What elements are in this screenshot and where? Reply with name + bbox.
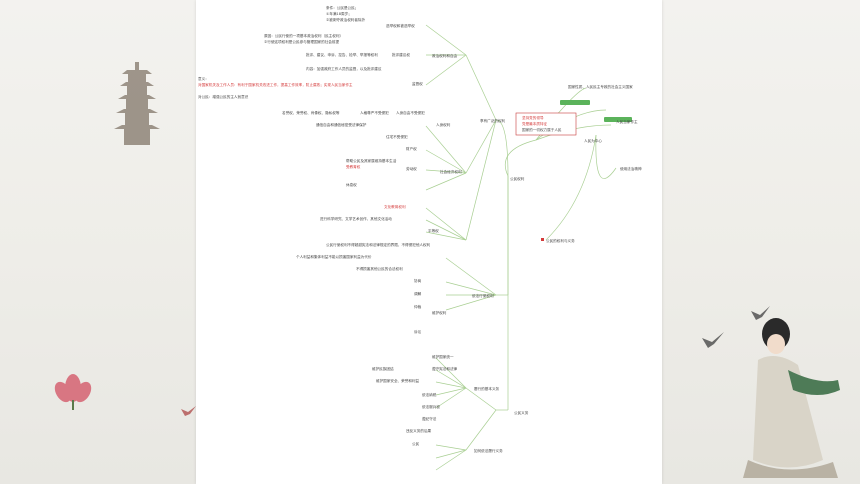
branch-duty-basic: 履行的基本义务 (474, 386, 500, 391)
top-quote: 国家性质、人民民主专政的社会主义国家 (568, 84, 633, 89)
text-34: 仲裁 (414, 304, 422, 309)
text-40: 依法服兵役 (422, 404, 440, 409)
core-line-2: 党是最本质特征 (522, 121, 548, 126)
text-41: 遵守宪法和法律 (432, 366, 458, 371)
text-15: 人格尊严不受侵犯 (360, 110, 389, 115)
branch-protect: 公民的权利与义务 (546, 238, 575, 243)
text-4: 原因：公民行使的一项基本政治权利（民主权利） (264, 33, 343, 38)
text-35: 诉讼 (414, 329, 422, 334)
text-39: 依法纳税 (422, 392, 437, 397)
text-18: 通信自由和通信秘密受法律保护 (316, 122, 367, 127)
text-20: 财产权 (406, 146, 417, 151)
text-25: 休息权 (346, 182, 357, 187)
core-line-3: 国家的一切权力属于人民 (522, 127, 562, 132)
bird-decoration-3 (181, 406, 196, 416)
text-24: 劳动权 (406, 166, 417, 171)
text-17: 人身权利 (436, 122, 451, 127)
text-0: 条件：公民是公民； (326, 5, 358, 10)
text-32: 协商 (414, 278, 422, 283)
green-tag-1 (560, 100, 590, 105)
text-3: 选举权和被选举权 (386, 23, 415, 28)
text-22: 帮助公民及其家属维持基本生活 (346, 158, 397, 163)
text-5: ②行使这项权利是公民参与管理国家的社会前提 (264, 39, 340, 44)
branch-rights: 享有广泛的权利 (480, 118, 506, 123)
branch-duty-how: 如何依法履行义务 (474, 448, 503, 453)
text-10: 监督权 (412, 81, 423, 86)
text-37: 维护国家统一 (432, 354, 454, 359)
text-12: 对国家机关及工作人员：有利于国家机关改进工作，提高工作效率，防止腐败；实现人民当… (198, 82, 353, 87)
text-29: 公民行使权利不得超越宪法和法律规定的界限，不得侵犯他人权利 (326, 242, 431, 247)
mindmap-canvas: 人民为中心 国家性质、人民民主专政的社会主义国家 坚持党的领导 党是最本质特征 … (198, 5, 642, 471)
lotus-decoration (54, 374, 92, 410)
mindmap-sheet: 人民为中心 国家性质、人民民主专政的社会主义国家 坚持党的领导 党是最本质特征 … (196, 0, 662, 484)
text-13: 对公民：增强公民的主人翁意识 (198, 94, 249, 99)
bird-decoration (702, 332, 724, 348)
text-8: 政治权利和自由 (432, 53, 458, 58)
branch-exercise: 依法行使权利 (472, 293, 494, 298)
text-43: 维护国家安全、荣誉和利益 (376, 378, 420, 383)
red-flag-icon (541, 238, 544, 241)
text-16: 人身自由不受侵犯 (396, 110, 425, 115)
branch-public-rights: 公民权利 (510, 176, 525, 181)
text-9: 内容：加强政府工作人员的监督，以及批评建议 (306, 66, 382, 71)
text-36: 维护权利 (432, 310, 447, 315)
right-node-1: 人民当家作主 (616, 119, 638, 124)
core-box (515, 112, 577, 136)
text-33: 调解 (414, 291, 422, 296)
text-31: 不得损害其他公民的合法权利 (356, 266, 403, 271)
text-6: 批评、建议、申诉、控告、检举、举报等权利 (306, 52, 378, 57)
text-30: 个人利益和集体利益不能以损害国家利益为代价 (296, 254, 372, 259)
text-1: ①年满18周岁； (326, 11, 352, 16)
text-2: ②被剥夺政治权利者除外 (326, 17, 366, 22)
pagoda-decoration (114, 62, 160, 145)
text-42: 遵纪守法 (422, 416, 437, 421)
text-7: 批评建议权 (392, 52, 410, 57)
text-27: 进行科学研究、文学艺术创作、其他文化活动 (320, 216, 392, 221)
right-node-4: 使用法治精神 (620, 166, 642, 171)
text-11: 意义： (198, 76, 209, 81)
text-14: 名誉权、荣誉权、肖像权、隐私权等 (282, 110, 340, 115)
green-tag-2 (604, 117, 632, 122)
bird-decoration-2 (751, 306, 770, 320)
text-26: 文化教育权利 (384, 204, 406, 209)
lady-decoration (743, 318, 840, 478)
text-38: 维护民族团结 (372, 366, 394, 371)
text-45: 违反义务的后果 (406, 428, 432, 433)
core-line-1: 坚持党的领导 (522, 115, 544, 120)
text-19: 住宅不受侵犯 (386, 134, 408, 139)
branch-duties: 公民义务 (514, 410, 529, 415)
text-21: 社会经济权利 (440, 169, 462, 174)
text-28: 平等权 (428, 228, 439, 233)
text-23: 受教育权 (346, 164, 361, 169)
center-title: 人民为中心 (584, 138, 602, 143)
text-44: 公民 (412, 441, 420, 446)
